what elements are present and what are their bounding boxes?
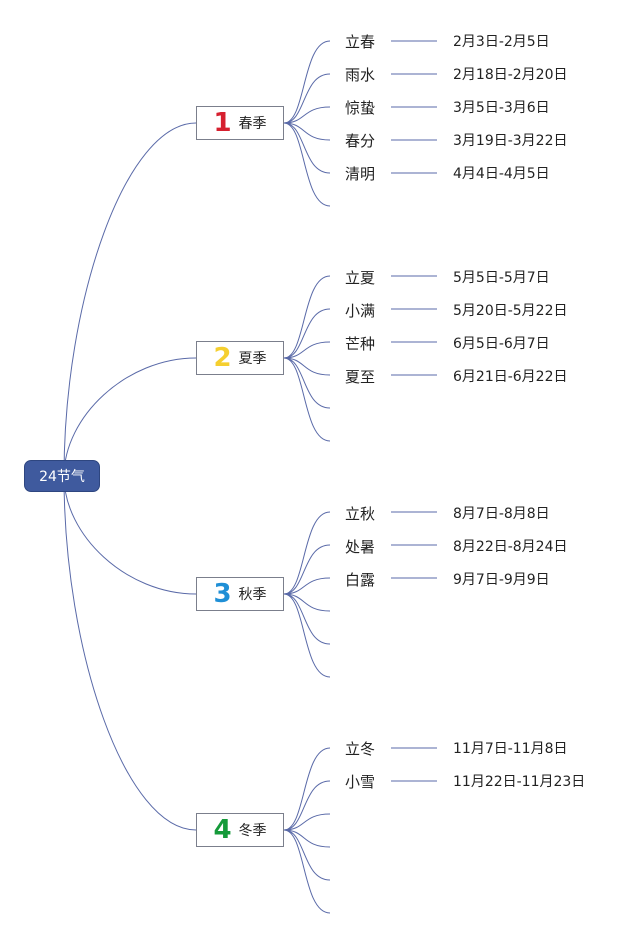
term-name[interactable]: 惊蛰 <box>345 99 376 117</box>
season-to-term-connector <box>283 106 331 124</box>
season-to-term-connector <box>283 357 331 376</box>
season-to-term-connector <box>283 275 331 359</box>
root-to-season-connector <box>63 475 197 831</box>
season-to-term-connector <box>283 593 331 678</box>
term-date: 5月5日-5月7日 <box>453 270 550 286</box>
term-name[interactable]: 立秋 <box>345 505 376 523</box>
term-name[interactable]: 芒种 <box>345 335 376 353</box>
term-name[interactable]: 立春 <box>345 33 376 51</box>
term-name[interactable]: 立夏 <box>345 269 376 287</box>
root-to-season-connector <box>63 122 197 477</box>
season-to-term-connector <box>283 40 331 124</box>
season-to-term-connector <box>283 544 331 595</box>
season-to-term-connector <box>283 73 331 124</box>
season-node-autumn[interactable]: 3 秋季 <box>196 577 284 611</box>
season-to-term-connector <box>283 829 331 848</box>
season-to-term-connector <box>283 357 331 409</box>
term-name[interactable]: 清明 <box>345 165 376 183</box>
season-label: 夏季 <box>238 351 267 367</box>
season-to-term-connector <box>283 829 331 914</box>
term-name[interactable]: 春分 <box>345 132 376 150</box>
root-label: 24节气 <box>39 469 85 485</box>
term-name[interactable]: 雨水 <box>345 66 376 84</box>
term-date: 6月5日-6月7日 <box>453 336 550 352</box>
term-name[interactable]: 立冬 <box>345 740 376 758</box>
season-to-term-connector <box>283 308 331 359</box>
term-date: 2月18日-2月20日 <box>453 67 568 83</box>
season-node-spring[interactable]: 1 春季 <box>196 106 284 140</box>
term-date: 8月7日-8月8日 <box>453 506 550 522</box>
term-date: 6月21日-6月22日 <box>453 369 568 385</box>
season-to-term-connector <box>283 122 331 141</box>
season-node-summer[interactable]: 2 夏季 <box>196 341 284 375</box>
term-date: 11月22日-11月23日 <box>453 774 586 790</box>
term-name[interactable]: 夏至 <box>345 368 376 386</box>
term-name[interactable]: 白露 <box>345 571 376 589</box>
season-number-badge: 3 <box>213 579 232 609</box>
season-to-term-connector <box>283 593 331 645</box>
season-number-badge: 1 <box>213 108 232 138</box>
season-label: 冬季 <box>238 823 267 839</box>
root-to-season-connector <box>63 475 197 595</box>
term-date: 9月7日-9月9日 <box>453 572 550 588</box>
term-date: 5月20日-5月22日 <box>453 303 568 319</box>
term-name[interactable]: 处暑 <box>345 538 376 556</box>
term-date: 11月7日-11月8日 <box>453 741 568 757</box>
term-date: 8月22日-8月24日 <box>453 539 568 555</box>
season-to-term-connector <box>283 577 331 595</box>
term-date: 3月19日-3月22日 <box>453 133 568 149</box>
season-to-term-connector <box>283 511 331 595</box>
root-to-season-connector <box>63 357 197 477</box>
term-date: 2月3日-2月5日 <box>453 34 550 50</box>
term-date: 3月5日-3月6日 <box>453 100 550 116</box>
season-to-term-connector <box>283 813 331 831</box>
term-name[interactable]: 小满 <box>345 302 376 320</box>
season-to-term-connector <box>283 357 331 442</box>
season-number-badge: 2 <box>213 343 232 373</box>
season-label: 春季 <box>238 116 267 132</box>
root-node[interactable]: 24节气 <box>24 460 100 492</box>
season-to-term-connector <box>283 122 331 207</box>
season-number-badge: 4 <box>213 815 232 845</box>
season-to-term-connector <box>283 829 331 881</box>
season-to-term-connector <box>283 780 331 831</box>
season-to-term-connector <box>283 341 331 359</box>
season-to-term-connector <box>283 747 331 831</box>
term-name[interactable]: 小雪 <box>345 773 376 791</box>
season-label: 秋季 <box>238 587 267 603</box>
season-node-winter[interactable]: 4 冬季 <box>196 813 284 847</box>
term-date: 4月4日-4月5日 <box>453 166 550 182</box>
season-to-term-connector <box>283 593 331 612</box>
season-to-term-connector <box>283 122 331 174</box>
